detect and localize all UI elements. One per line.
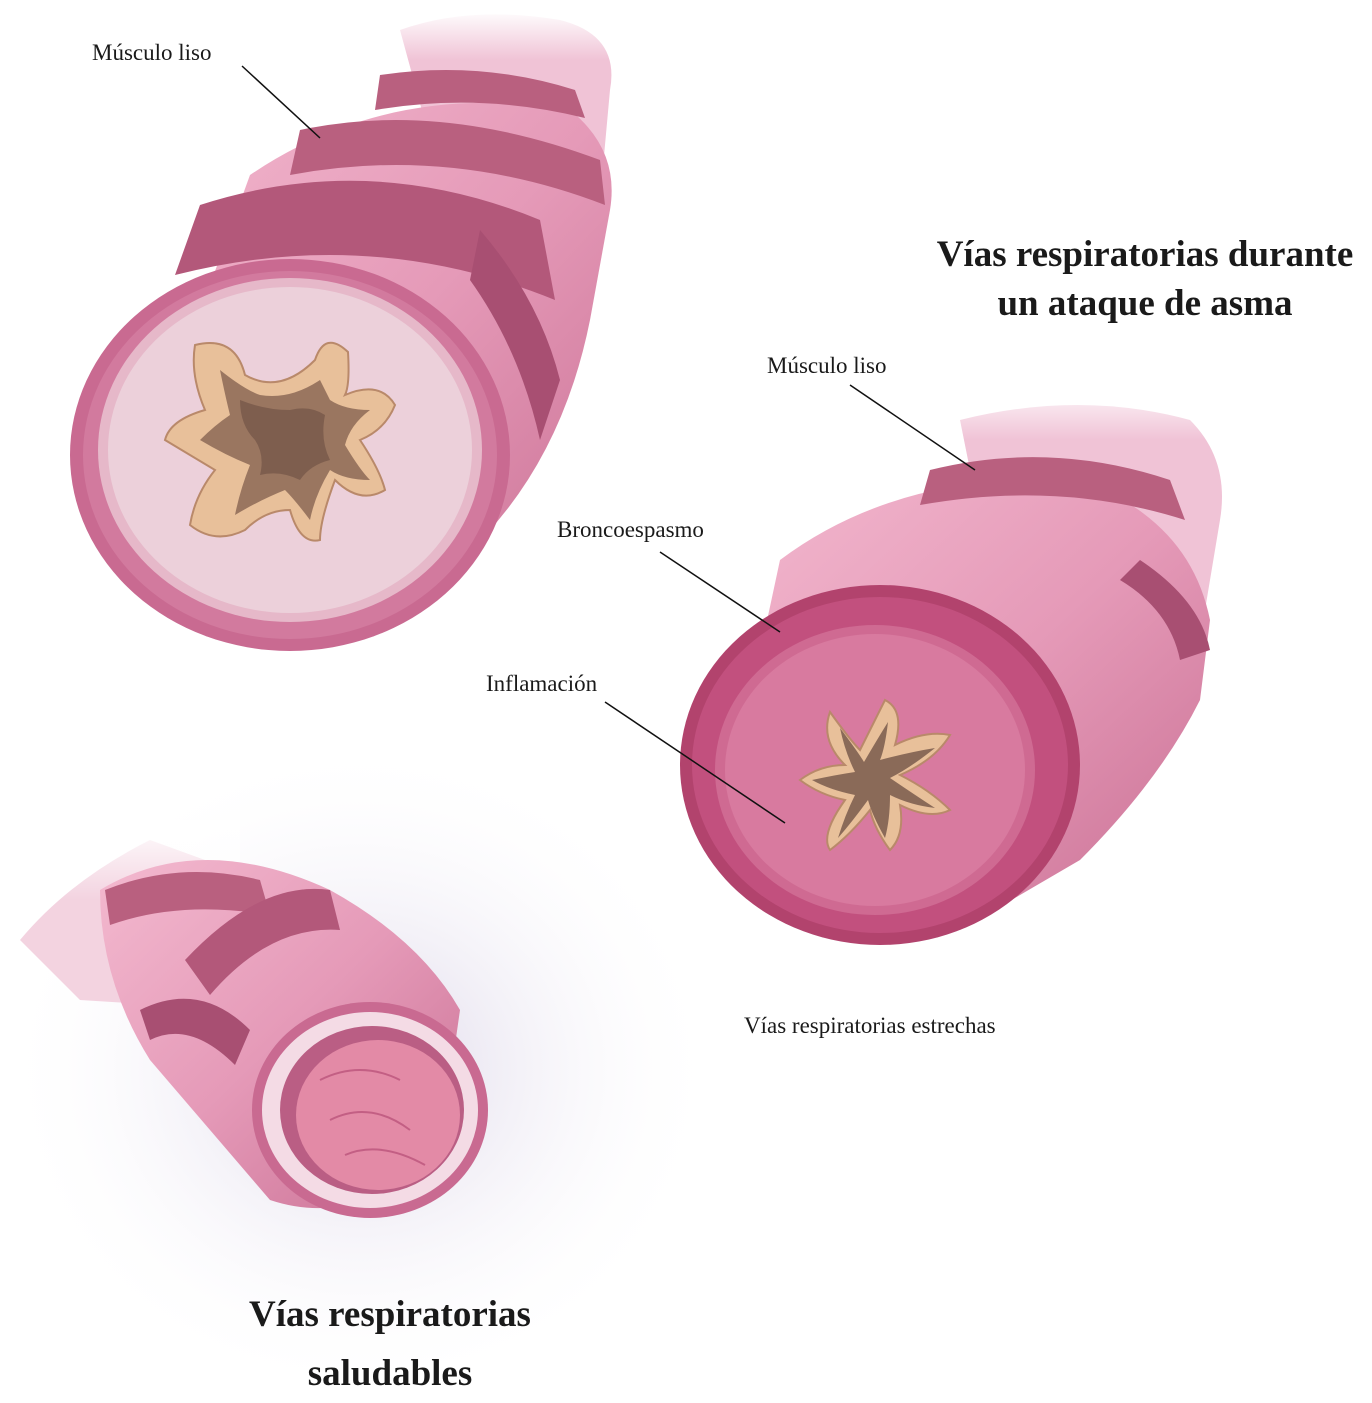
label-smooth-muscle-right: Músculo liso — [767, 353, 886, 379]
leader-smooth-muscle-top — [242, 66, 320, 138]
heading-asthma-airway: Vías respiratorias durante un ataque de … — [920, 230, 1370, 328]
asthma-airway-right — [680, 380, 1240, 945]
label-smooth-muscle-top: Músculo liso — [92, 40, 211, 66]
asthma-airway-top-left — [70, 10, 630, 651]
leader-bronchospasm — [660, 552, 780, 632]
heading-healthy-airway: Vías respiratorias saludables — [200, 1285, 580, 1403]
label-inflammation: Inflamación — [486, 671, 597, 697]
label-narrow-airways: Vías respiratorias estrechas — [744, 1013, 996, 1039]
label-bronchospasm: Broncoespasmo — [557, 517, 704, 543]
